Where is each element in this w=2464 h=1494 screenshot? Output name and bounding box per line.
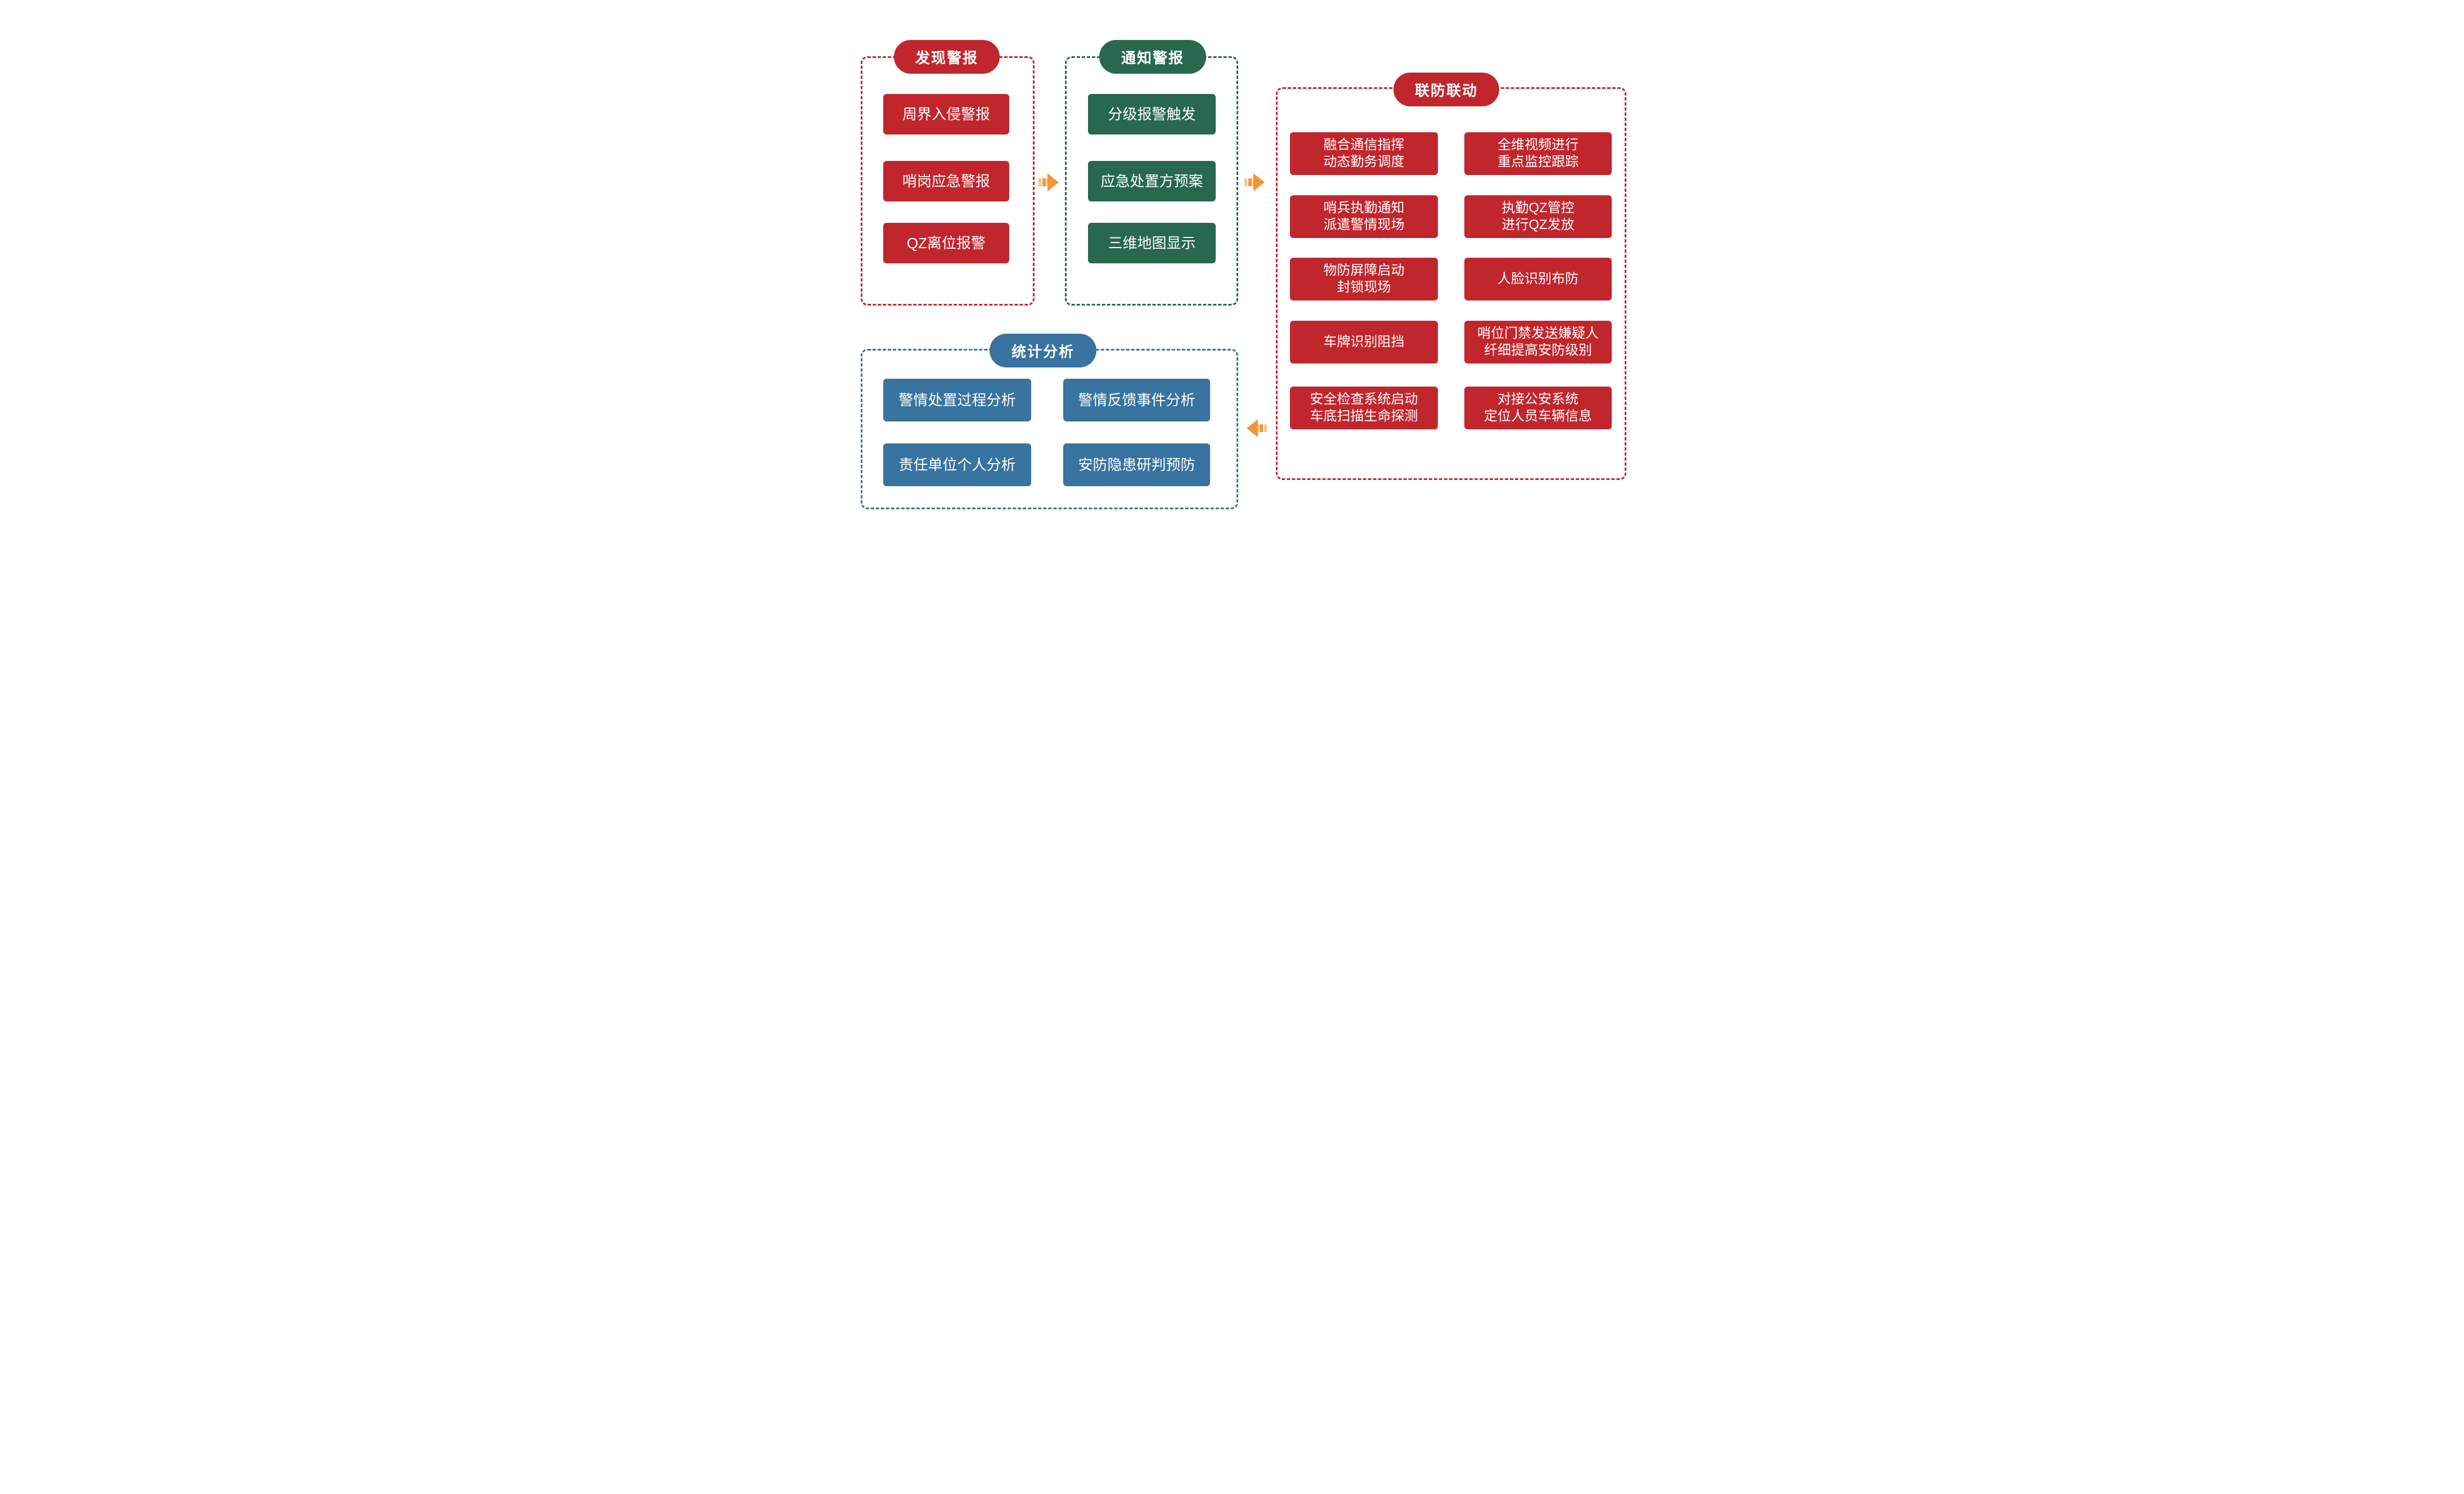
node-physical-barrier-lockdown: 物防屏障启动 封锁现场 — [1290, 258, 1438, 300]
node-sentry-duty-notice: 哨兵执勤通知 派遣警情现场 — [1290, 195, 1438, 238]
node-sentry-access-suspect-alert: 哨位门禁发送嫌疑人 纤细提高安防级别 — [1464, 321, 1612, 364]
group-title: 通知警报 — [1121, 49, 1184, 66]
group-title-pill: 联防联动 — [1393, 73, 1499, 106]
node-hidden-danger-prediction: 安防隐患研判预防 — [1063, 443, 1210, 486]
linked-defense-flow-diagram: 发现警报 周界入侵警报 哨岗应急警报 QZ离位报警 通知警报 分级报警触发 应急… — [791, 0, 1673, 535]
node-police-system-link: 对接公安系统 定位人员车辆信息 — [1464, 387, 1612, 429]
node-converged-comms-dispatch: 融合通信指挥 动态勤务调度 — [1290, 132, 1438, 175]
group-title-pill: 通知警报 — [1099, 40, 1206, 74]
node-face-recognition-deploy: 人脸识别布防 — [1464, 258, 1612, 300]
node-qz-offsite-alarm: QZ离位报警 — [883, 223, 1009, 263]
node-graded-alarm-trigger: 分级报警触发 — [1088, 94, 1216, 134]
node-perimeter-intrusion-alarm: 周界入侵警报 — [883, 94, 1009, 134]
flow-arrow-right-icon — [1038, 173, 1059, 191]
node-qz-duty-control: 执勤QZ管控 进行QZ发放 — [1464, 195, 1612, 238]
node-alarm-feedback-analysis: 警情反馈事件分析 — [1063, 379, 1210, 421]
node-plate-recognition-block: 车牌识别阻挡 — [1290, 321, 1438, 364]
group-title: 联防联动 — [1414, 82, 1478, 99]
node-responsible-unit-analysis: 责任单位个人分析 — [883, 443, 1031, 486]
group-title: 统计分析 — [1011, 343, 1074, 360]
node-panoramic-video-tracking: 全维视频进行 重点监控跟踪 — [1464, 132, 1612, 175]
node-sentry-emergency-alarm: 哨岗应急警报 — [883, 161, 1009, 201]
group-title-pill: 发现警报 — [894, 40, 1000, 74]
node-emergency-response-plan: 应急处置方预案 — [1088, 161, 1216, 201]
node-3d-map-display: 三维地图显示 — [1088, 223, 1216, 263]
flow-arrow-right-icon — [1244, 173, 1265, 191]
group-title: 发现警报 — [915, 49, 978, 66]
flow-arrow-left-icon — [1247, 419, 1267, 437]
group-notify-alarm: 通知警报 分级报警触发 应急处置方预案 三维地图显示 — [1065, 40, 1238, 306]
group-joint-defense: 联防联动 融合通信指挥 动态勤务调度 哨兵执勤通知 派遣警情现场 物防屏障启动 … — [1276, 73, 1626, 480]
node-security-check-scan: 安全检查系统启动 车底扫描生命探测 — [1290, 387, 1438, 429]
group-statistical-analysis: 统计分析 警情处置过程分析 责任单位个人分析 警情反馈事件分析 安防隐患研判预防 — [861, 334, 1238, 509]
group-discover-alarm: 发现警报 周界入侵警报 哨岗应急警报 QZ离位报警 — [861, 40, 1035, 306]
group-title-pill: 统计分析 — [990, 334, 1096, 367]
node-alarm-handling-analysis: 警情处置过程分析 — [883, 379, 1031, 421]
